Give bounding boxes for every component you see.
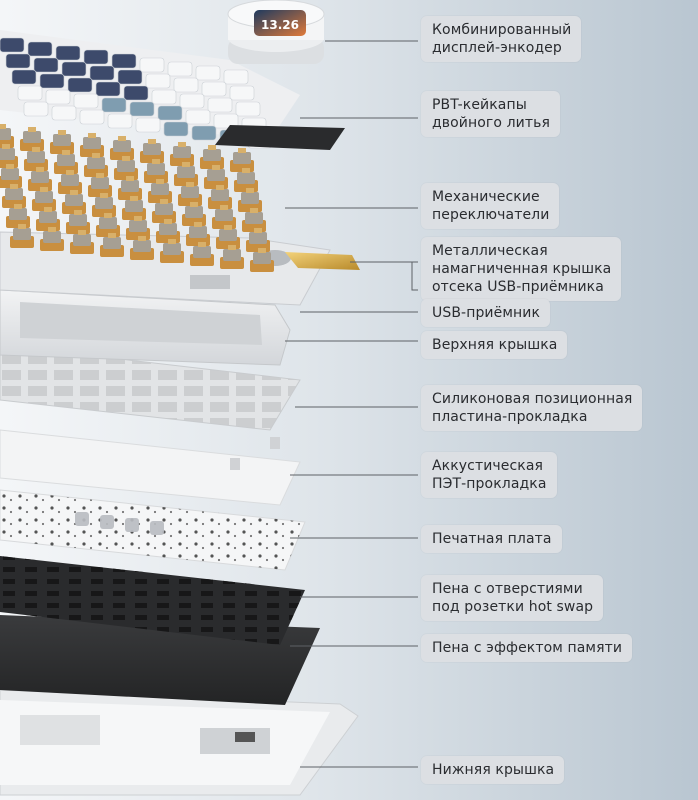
keycap [95,81,121,97]
switch [130,236,154,260]
keycap [45,89,71,105]
switch [70,230,94,254]
keycap [61,61,87,77]
keycap [157,105,183,121]
switch [160,239,184,263]
keycap [223,69,249,85]
switch [100,233,124,257]
callout-usb-cover: Металлическая намагниченная крышка отсек… [421,237,622,301]
keycap [111,53,137,69]
keycap [195,65,221,81]
keycap [23,101,49,117]
callout-bottom-case: Нижняя крышка [421,756,565,784]
keycap [0,37,25,53]
keycap [55,45,81,61]
keycap [39,73,65,89]
callout-top-case: Верхняя крышка [421,331,568,359]
callout-display-encoder: Комбинированный дисплей-энкодер [421,16,582,62]
switch [10,224,34,248]
acoustic-pet-part [0,429,301,506]
keycap [207,97,233,113]
keycap [135,117,161,133]
switch [40,227,64,251]
keycap [185,109,211,125]
keycap [107,113,133,129]
callout-usb-receiver: USB-приёмник [421,299,551,327]
keycap [117,69,143,85]
switch [230,148,254,172]
switch [122,196,146,220]
callout-acoustic-pet: Аккустическая ПЭТ-прокладка [421,452,557,498]
switch [62,190,86,214]
switch [250,248,274,272]
keycap [235,101,261,117]
callout-silicone-gasket: Силиконовая позиционная пластина-проклад… [421,385,643,431]
callout-memory-foam: Пена с эффектом памяти [421,634,633,662]
keycap [51,105,77,121]
keycap [123,85,149,101]
switch [36,207,60,231]
switch [220,245,244,269]
leader-line [411,262,418,291]
keycap [201,81,227,97]
callout-mechanical-switches: Механические переключатели [421,183,560,229]
switch [110,136,134,160]
keycap [179,93,205,109]
switches-part [0,124,274,272]
keycap [229,85,255,101]
keycap [129,101,155,117]
keycaps-part [0,30,345,150]
bottom-case-part [0,689,359,796]
keycap [27,41,53,57]
switch [0,144,18,168]
keycap [139,57,165,73]
keycap [67,77,93,93]
keycap [17,85,43,101]
keycap [79,109,105,125]
keycap [151,89,177,105]
keycap [83,49,109,65]
keycap [145,73,171,89]
switch [144,159,168,183]
top-case-part [0,289,291,366]
keycap [167,61,193,77]
hotswap-foam-part [0,556,305,645]
callout-pcb: Печатная плата [421,525,562,553]
keycap [101,97,127,113]
keycap [191,125,217,141]
keycap [163,121,189,137]
callout-hotswap-foam: Пена с отверстиями под розетки hot swap [421,575,604,621]
silicone-gasket-part [0,344,301,431]
keycap [213,113,239,129]
pcb-part [0,489,306,571]
display-screen [254,10,306,36]
display-time: 13.26 [261,18,299,32]
keycap [89,65,115,81]
keycap [173,77,199,93]
callout-pbt-keycaps: PBT-кейкапы двойного литья [421,91,560,137]
keycap [33,57,59,73]
keycap [73,93,99,109]
keycap [5,53,31,69]
switch [204,165,228,189]
switch [190,242,214,266]
display-encoder-part: 13.26 [227,0,325,64]
keycap [11,69,37,85]
